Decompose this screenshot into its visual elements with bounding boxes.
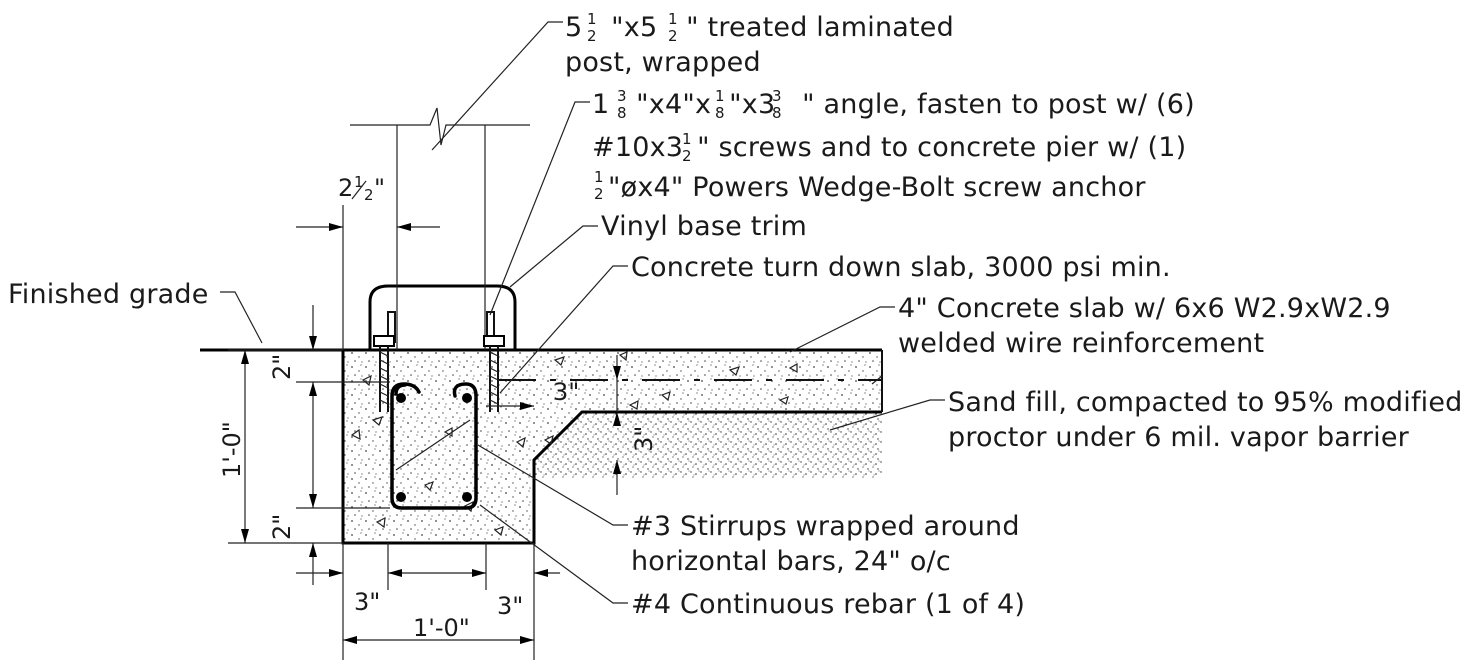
screw-anchor-left	[373, 335, 395, 412]
svg-text:2: 2	[668, 27, 678, 45]
svg-text:1: 1	[715, 87, 725, 105]
note-sand-line1: Sand fill, compacted to 95% modified	[948, 387, 1463, 418]
dim-slab-step: 3"	[553, 378, 579, 406]
svg-text:2: 2	[587, 27, 597, 45]
note-stirrups-line2: horizontal bars, 24" o/c	[631, 546, 951, 577]
svg-text:3: 3	[617, 87, 627, 105]
dim-side-left: 3"	[354, 588, 380, 616]
dim-width: 1'-0"	[413, 614, 470, 642]
note-slab-line2: welded wire reinforcement	[898, 328, 1264, 359]
note-sand-line2: proctor under 6 mil. vapor barrier	[948, 422, 1410, 453]
note-angle: 1 "x4"x"x3 " angle, fasten to post w/ (6…	[592, 87, 1195, 203]
svg-text:8: 8	[715, 104, 725, 122]
svg-text:1 "x4"x"x3 " angle, fasten to: 1 "x4"x"x3 " angle, fasten to post w/ (6…	[592, 89, 1195, 120]
sand-fill	[534, 412, 882, 478]
dim-cover-top: 2"	[268, 354, 296, 380]
svg-text:2: 2	[338, 174, 353, 202]
svg-text:8: 8	[772, 104, 782, 122]
svg-text:1: 1	[594, 168, 604, 186]
note-turndown-slab: Concrete turn down slab, 3000 psi min.	[631, 252, 1171, 283]
svg-text:5 "x5 " treated laminated: 5 "x5 " treated laminated	[565, 12, 954, 43]
note-post: 5 "x5 " treated laminated 1 2 1 2 post, …	[565, 10, 954, 78]
svg-text:2: 2	[594, 185, 604, 203]
svg-text:1: 1	[587, 10, 597, 28]
note-vinyl-trim: Vinyl base trim	[601, 211, 807, 242]
svg-text:post, wrapped: post, wrapped	[565, 47, 761, 78]
svg-text:3: 3	[772, 87, 782, 105]
svg-text:8: 8	[617, 104, 627, 122]
svg-text:1: 1	[668, 10, 678, 28]
rebar-top-left	[396, 393, 406, 403]
svg-text:"øx4" Powers Wedge-Bolt screw: "øx4" Powers Wedge-Bolt screw anchor	[608, 172, 1146, 203]
rebar-top-right	[462, 393, 472, 403]
dim-depth: 1'-0"	[218, 421, 246, 478]
note-finished-grade: Finished grade	[8, 279, 209, 310]
svg-text:": "	[374, 174, 385, 202]
svg-text:2: 2	[364, 186, 374, 204]
dim-slab-thickness: 3"	[630, 426, 658, 452]
dim-post-offset: 2 1 2 "	[338, 173, 385, 204]
dimension-lines	[228, 205, 621, 660]
rebar-bottom-left	[396, 492, 406, 502]
note-rebar: #4 Continuous rebar (1 of 4)	[631, 589, 1025, 620]
rebar-cage	[390, 382, 478, 510]
rebar-bottom-right	[462, 492, 472, 502]
svg-text:2: 2	[682, 147, 692, 165]
dim-side-right: 3"	[497, 592, 523, 620]
note-slab-line1: 4" Concrete slab w/ 6x6 W2.9xW2.9	[898, 293, 1391, 324]
post-assembly	[350, 107, 530, 412]
screw-anchor-right	[483, 335, 505, 412]
leader-lines	[220, 21, 945, 604]
dim-cover-bottom: 2"	[268, 514, 296, 540]
vinyl-base-trim	[368, 284, 517, 350]
svg-text:#10x3" screws and to concrete: #10x3" screws and to concrete pier w/ (1…	[592, 132, 1186, 163]
svg-text:1: 1	[354, 173, 364, 191]
svg-text:1: 1	[682, 130, 692, 148]
note-stirrups-line1: #3 Stirrups wrapped around	[631, 511, 1020, 542]
